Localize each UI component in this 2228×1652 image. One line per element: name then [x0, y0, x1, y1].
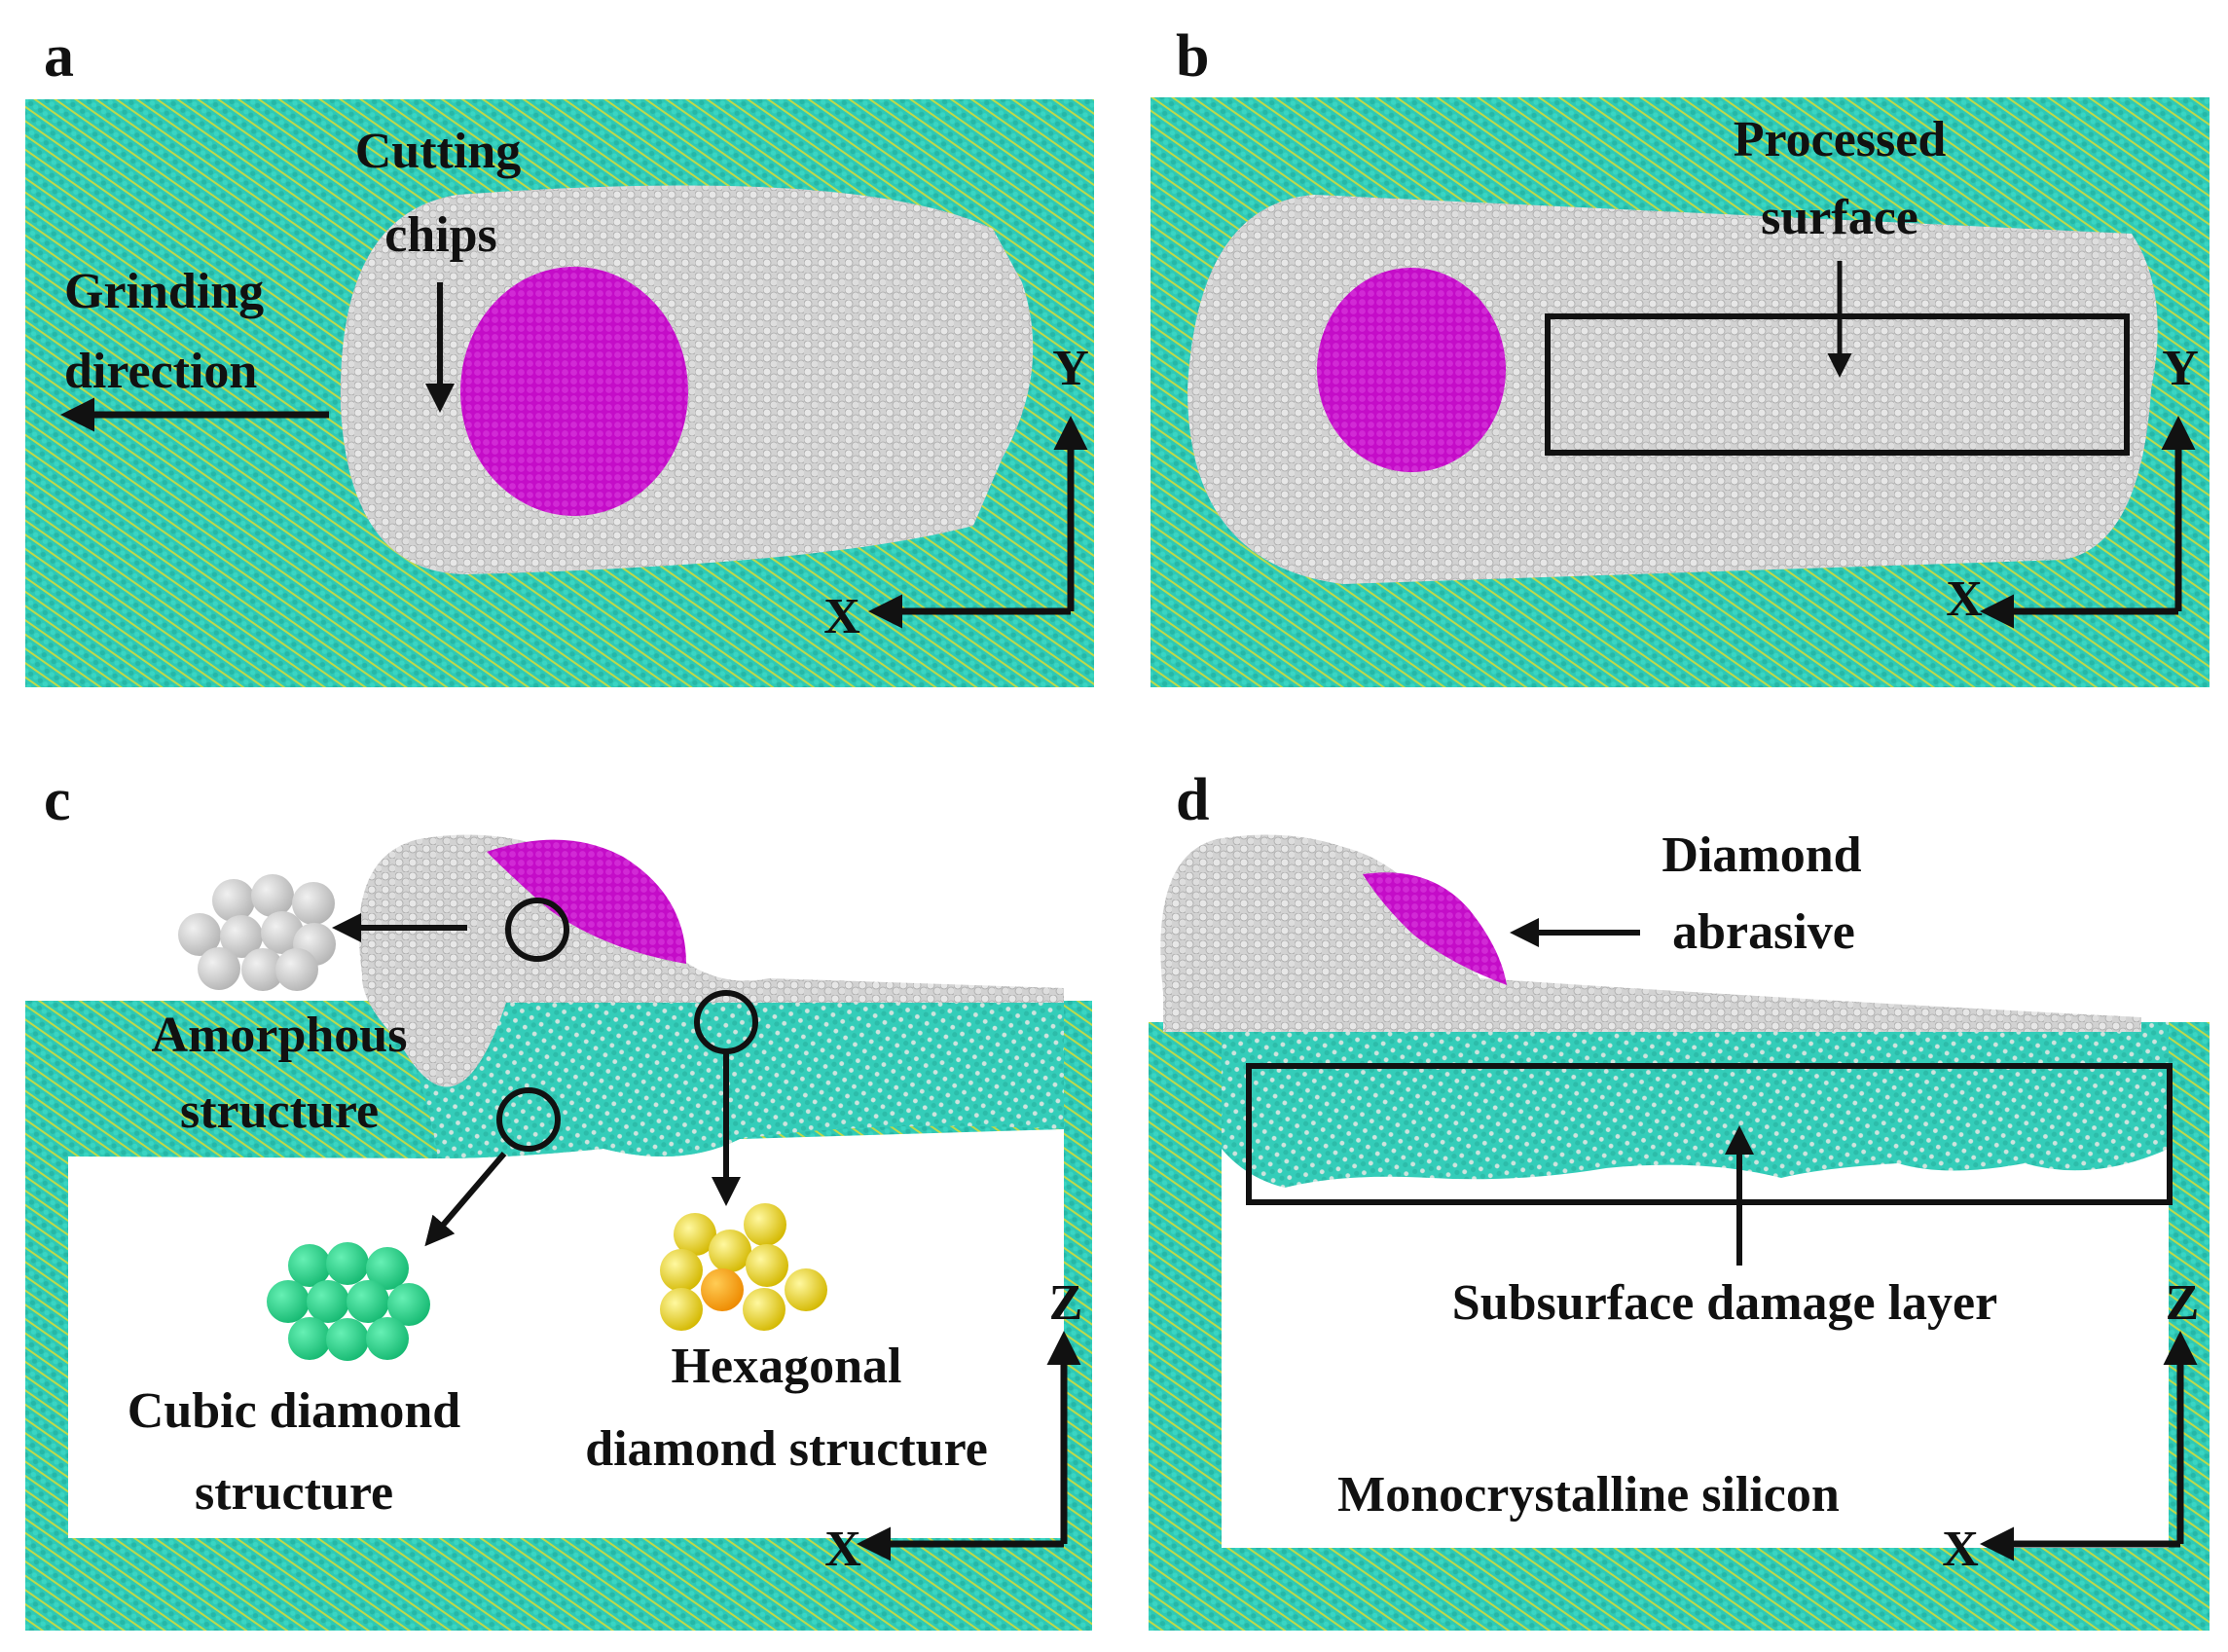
cubic-arrow: [424, 1152, 507, 1247]
amorphous-label-line1: Amorphous: [152, 1008, 408, 1063]
axis-label-y-b: Y: [2162, 341, 2199, 396]
panel-c: c: [25, 767, 1092, 1631]
processed-surface-line2: surface: [1761, 190, 1918, 245]
axis-triad-a: Y X: [823, 341, 1089, 644]
grinding-direction-line1: Grinding: [64, 264, 264, 319]
diamond-abrasive-label-line1: Diamond: [1662, 827, 1861, 883]
panel-a: a Cutting chips Grinding direction Y X: [25, 23, 1094, 687]
processed-surface-line1: Processed: [1734, 112, 1947, 167]
hexagonal-sample-circle: [694, 990, 758, 1054]
cubic-sample-circle: [496, 1087, 561, 1152]
axis-label-z-c: Z: [1049, 1275, 1083, 1331]
diamond-abrasive-side-c: [487, 839, 686, 964]
axis-label-x-a: X: [823, 589, 860, 644]
panel-letter-b: b: [1176, 23, 1209, 90]
subsurface-damage-label: Subsurface damage layer: [1452, 1275, 1997, 1331]
hexagonal-diamond-cluster-icon: [660, 1203, 827, 1331]
cubic-diamond-cluster-icon: [267, 1242, 430, 1361]
monocrystalline-silicon-label: Monocrystalline silicon: [1337, 1467, 1840, 1523]
panel-letter-a: a: [44, 23, 74, 90]
hexagonal-label-line2: diamond structure: [585, 1421, 988, 1477]
hexagonal-label-line1: Hexagonal: [672, 1339, 902, 1394]
cutting-chips-line1: Cutting: [355, 124, 521, 179]
amorphous-sample-circle: [505, 898, 569, 962]
axis-triad-c: Z X: [824, 1275, 1082, 1577]
amorphous-chip-d: [1160, 834, 2141, 1032]
axis-label-x-b: X: [1946, 571, 1983, 627]
diamond-abrasive-top: [460, 267, 688, 516]
axis-label-x-c: X: [824, 1522, 861, 1577]
cutting-chips-line2: chips: [384, 207, 497, 263]
axis-triad-d: Z X: [1942, 1275, 2199, 1577]
diamond-abrasive-top-b: [1317, 268, 1506, 472]
axis-label-y-a: Y: [1052, 341, 1089, 396]
cubic-label-line2: structure: [195, 1465, 393, 1521]
amorphous-label-line2: structure: [180, 1083, 379, 1139]
diamond-abrasive-side-d: [1363, 872, 1507, 985]
subsurface-damage-box: [1246, 1063, 2173, 1205]
panel-letter-d: d: [1176, 767, 1209, 833]
axis-triad-b: Y X: [1946, 341, 2199, 629]
diamond-abrasive-label-line2: abrasive: [1672, 904, 1855, 960]
grinding-direction-line2: direction: [64, 344, 257, 399]
amorphous-cluster-icon: [178, 874, 336, 991]
axis-label-x-d: X: [1942, 1522, 1979, 1577]
panel-letter-c: c: [44, 767, 71, 833]
cubic-label-line1: Cubic diamond: [128, 1383, 461, 1439]
axis-label-z-d: Z: [2166, 1275, 2200, 1331]
damage-zone-d: [1222, 1022, 2169, 1188]
panel-b: b Processed surface Y X: [1151, 23, 2210, 687]
panel-d: d Diamond abrasive Subsurface damage lay…: [1149, 767, 2210, 1631]
